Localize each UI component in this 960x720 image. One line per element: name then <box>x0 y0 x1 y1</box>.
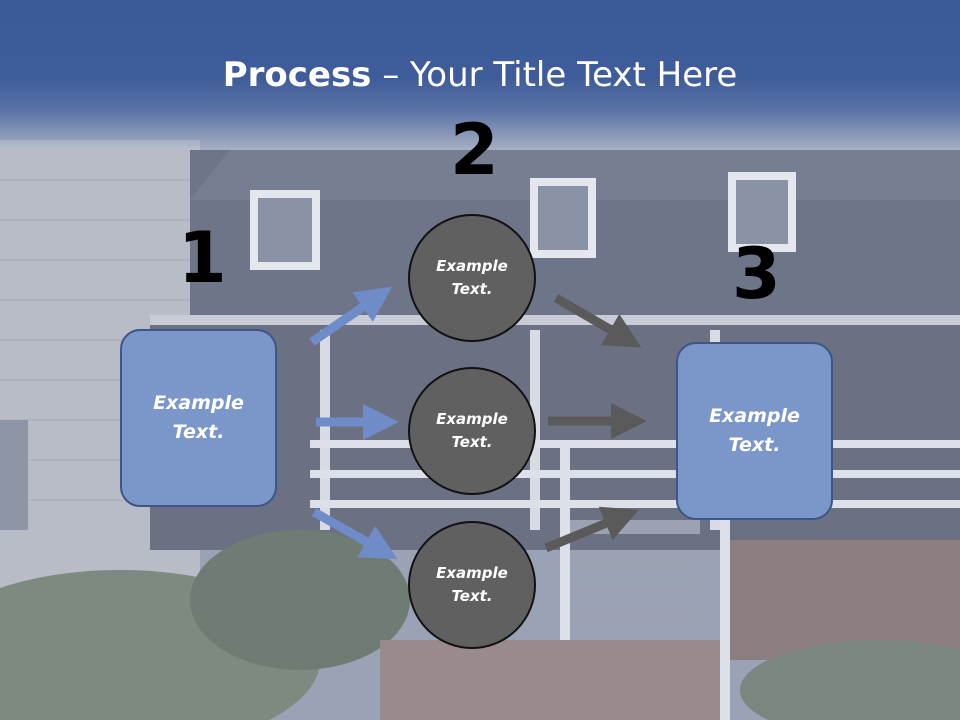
title-bold: Process <box>222 55 372 95</box>
step-number-1: 1 <box>178 217 227 299</box>
node-middle-label: Example Text. <box>436 410 508 451</box>
step-3-box: Example Text. <box>676 342 833 520</box>
node-middle-circle: Example Text. <box>408 367 536 495</box>
page-title: Process – Your Title Text Here <box>0 52 960 98</box>
step-3-label: Example Text. <box>709 405 800 456</box>
title-rest: – Your Title Text Here <box>371 55 738 95</box>
step-number-3: 3 <box>732 233 781 315</box>
step-1-label: Example Text. <box>153 392 244 443</box>
node-top-label: Example Text. <box>436 257 508 298</box>
node-bottom-label: Example Text. <box>436 564 508 605</box>
title-bar <box>0 0 960 150</box>
step-number-2: 2 <box>450 109 499 191</box>
node-top-circle: Example Text. <box>408 214 536 342</box>
node-bottom-circle: Example Text. <box>408 521 536 649</box>
step-1-box: Example Text. <box>120 329 277 507</box>
